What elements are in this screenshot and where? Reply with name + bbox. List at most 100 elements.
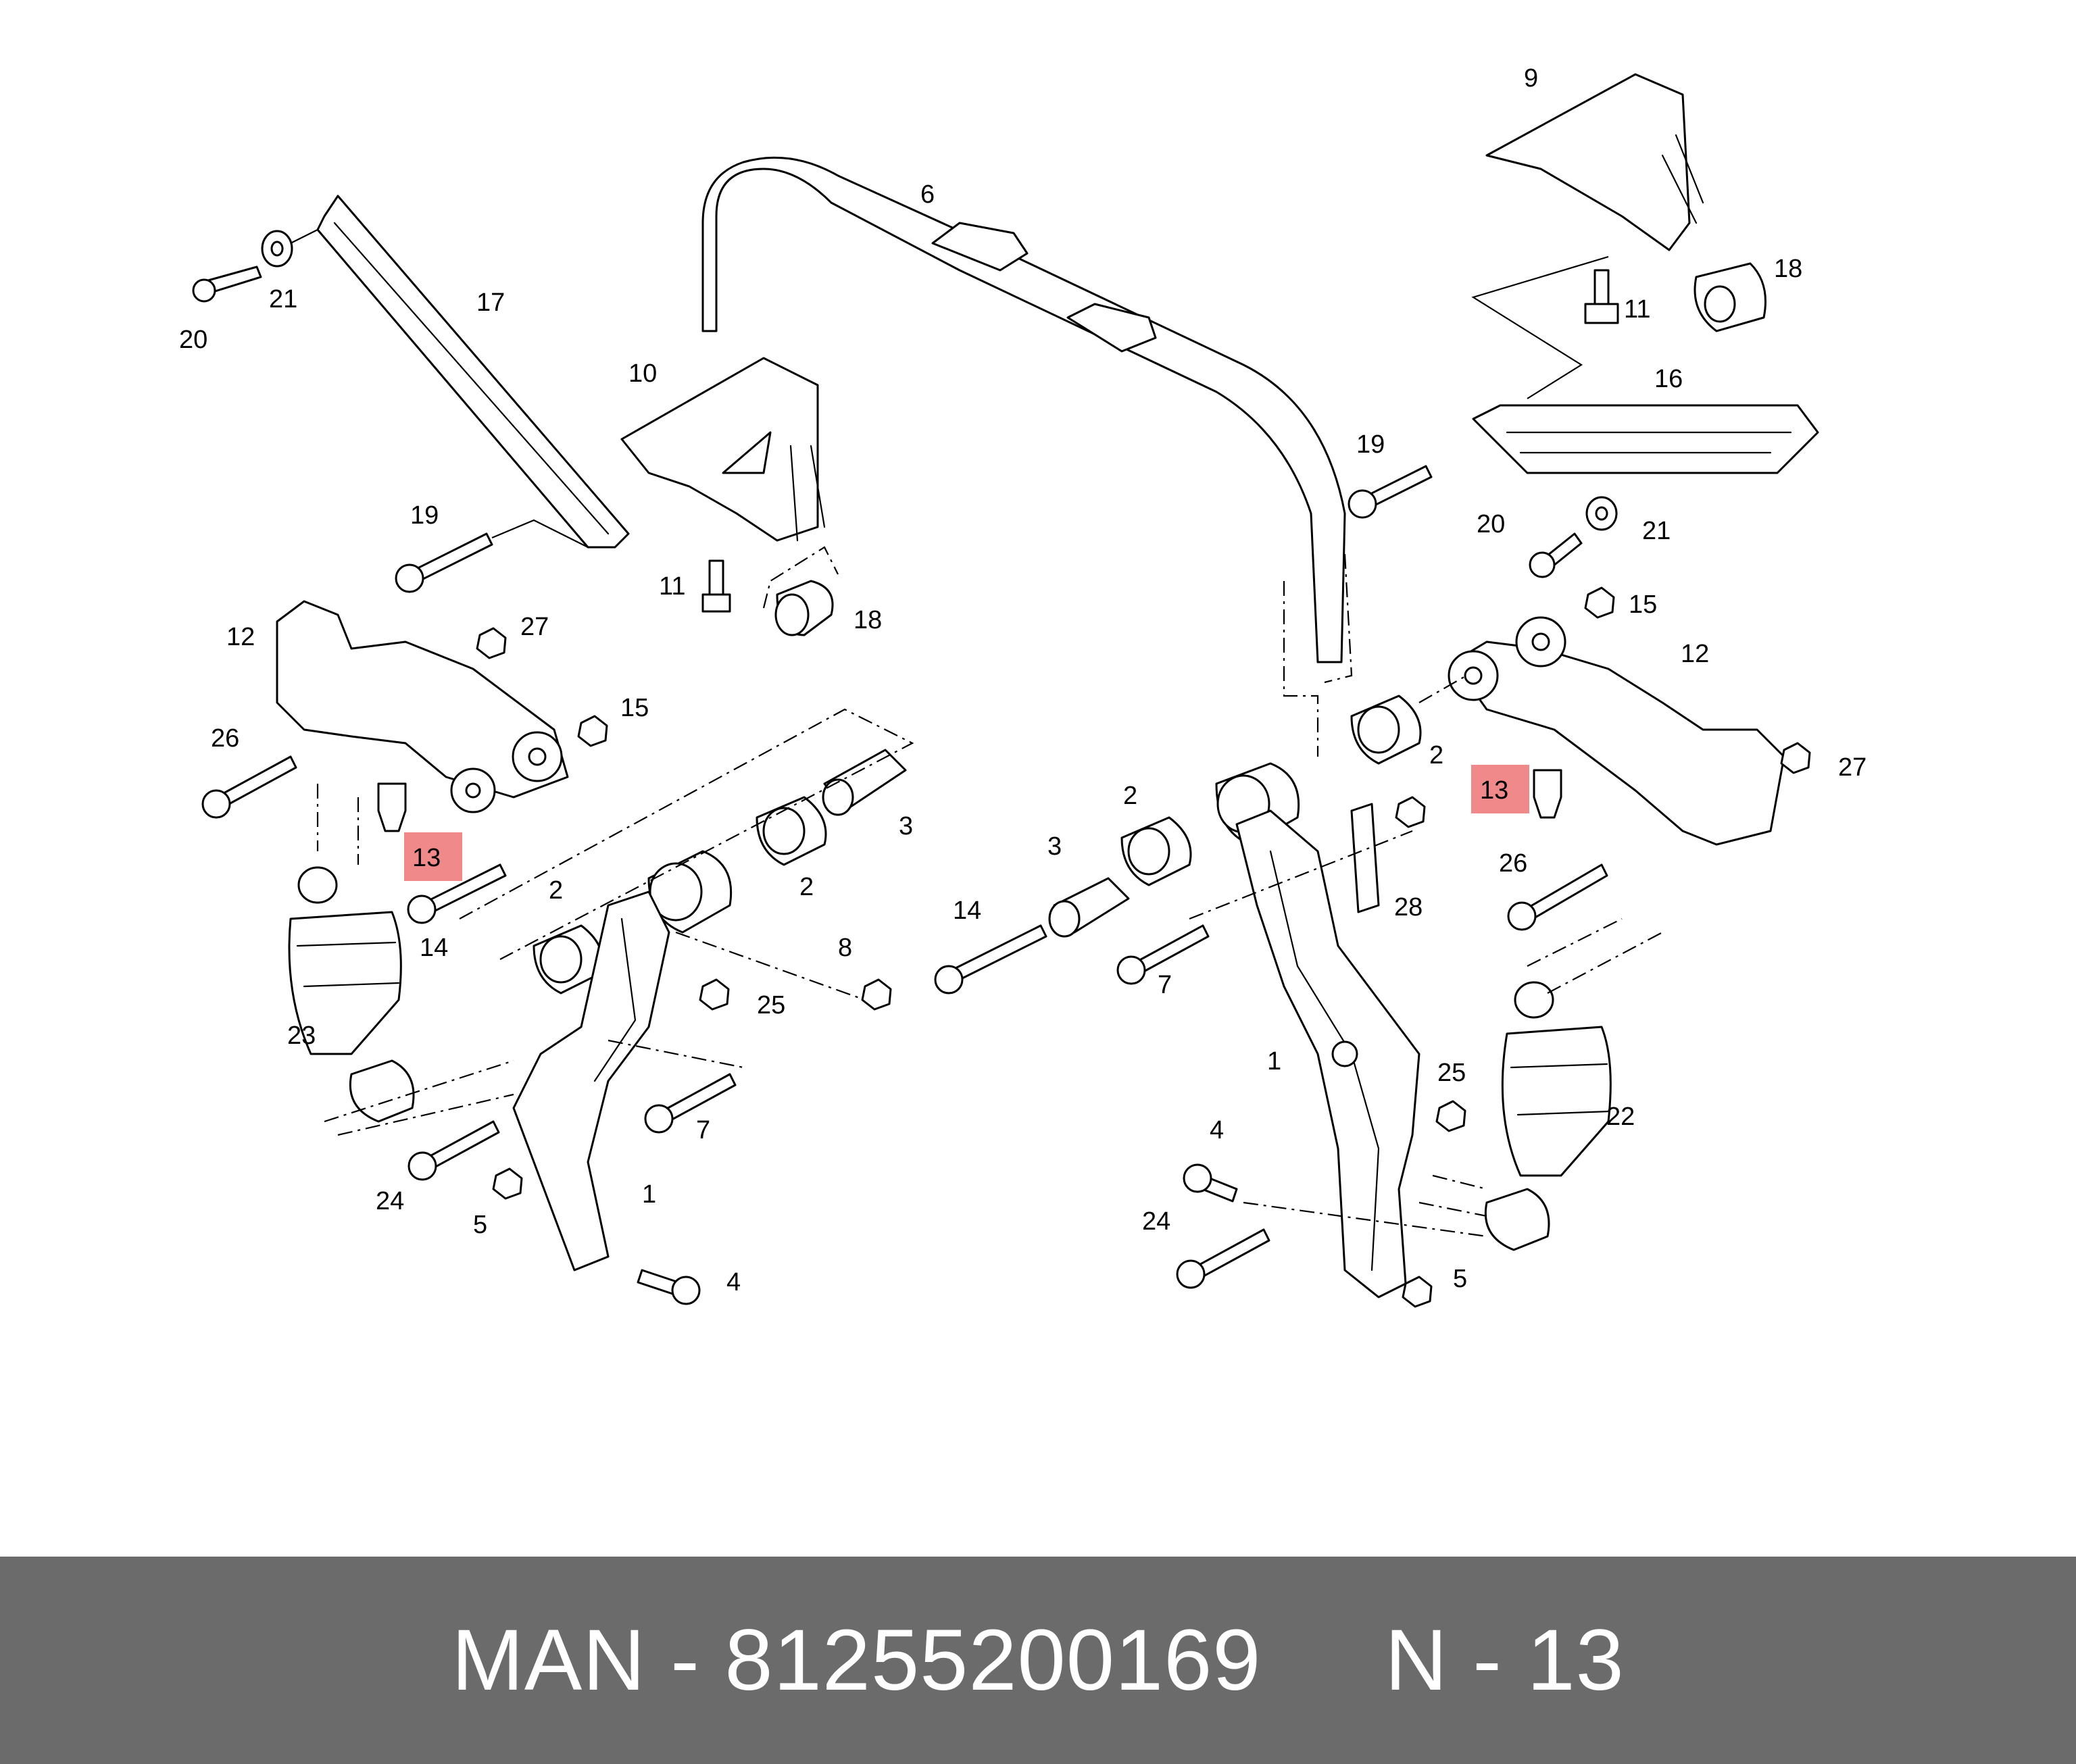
callout-23: 23 [287,1022,316,1050]
left-bushing-2a [533,924,604,994]
callout-labels: 17 21 20 19 10 11 18 12 27 15 26 14 2 2 … [179,64,1867,1296]
callout-26: 26 [211,724,239,753]
callout-25: 25 [1437,1059,1466,1087]
callout-27: 27 [520,613,549,641]
callout-8: 8 [838,934,852,962]
callout-6: 6 [920,180,935,209]
left-nut-5 [492,1167,523,1200]
right-nut-27 [1780,742,1811,774]
callout-22: 22 [1606,1103,1635,1131]
right-bushing-2b [1120,816,1192,886]
callout-13: 13 [412,844,441,872]
callout-24: 24 [1142,1207,1170,1236]
callout-25: 25 [757,991,785,1019]
callout-11: 11 [1624,295,1650,324]
right-arm-1 [1235,809,1420,1299]
right-bracket-9 [1471,73,1704,399]
stabilizer-bar [701,156,1353,757]
right-guide-lines [1189,675,1487,1238]
left-nut-25 [699,978,730,1011]
callout-1: 1 [1267,1047,1281,1076]
right-bolt-24 [1176,1228,1270,1289]
callout-18: 18 [1774,255,1802,283]
callout-12: 12 [1681,640,1709,668]
callout-19: 19 [1356,430,1385,459]
right-clip-28 [1350,796,1426,913]
callout-13: 13 [1480,776,1508,805]
right-bolt-7 [1116,924,1210,985]
right-nut-25 [1435,1100,1466,1132]
right-bolt-4 [1183,1163,1238,1203]
callout-20: 20 [1477,510,1505,538]
footer-bar: MAN - 81255200169 N - 13 [0,1557,2076,1764]
callout-16: 16 [1654,365,1683,393]
callout-7: 7 [1158,971,1172,999]
left-bolt-4 [637,1269,701,1305]
left-bolt-20 [192,266,262,303]
left-bushing-2b [756,796,827,866]
callout-10: 10 [628,359,657,388]
right-bracket-12 [1448,616,1785,846]
callout-12: 12 [226,623,255,651]
left-nut-27 [476,627,507,659]
callout-27: 27 [1838,753,1867,782]
left-bushing-18 [762,546,839,636]
left-washer-21 [261,230,293,268]
right-nut-15 [1584,586,1615,619]
callout-4: 4 [1210,1116,1224,1144]
callout-17: 17 [476,288,505,317]
left-guide-lines [459,708,914,1069]
left-bolt-24 [407,1120,500,1181]
left-bracket-12 [276,600,569,813]
callout-11: 11 [659,572,685,601]
callout-5: 5 [473,1211,487,1239]
callout-5: 5 [1453,1265,1467,1293]
left-bolt-11 [701,559,731,613]
callout-2: 2 [1123,782,1137,810]
callout-2: 2 [799,873,814,901]
left-bracket-17 [290,195,630,549]
right-bolt-20 [1529,532,1583,578]
callout-3: 3 [1047,832,1062,861]
callout-15: 15 [1629,590,1657,619]
highlight-callout-13-left: 13 [404,832,462,881]
right-bolt-19 [1348,465,1433,519]
right-bolt-11 [1584,269,1619,324]
highlight-callout-13-right: 13 [1471,765,1529,813]
callout-2: 2 [1429,741,1443,770]
right-bracket-16 [1472,404,1819,474]
callout-20: 20 [179,326,207,354]
callout-18: 18 [854,606,882,634]
callout-3: 3 [899,812,913,840]
right-bushing-18 [1694,262,1766,332]
left-bracket-10 [620,357,826,542]
right-shock-absorber-22 [1418,918,1663,1251]
left-pin-13 [377,782,407,832]
callout-15: 15 [620,694,649,722]
left-shock-absorber-23 [288,784,514,1136]
callout-24: 24 [376,1187,404,1215]
left-nut-8 [861,978,892,1011]
callout-28: 28 [1394,893,1423,922]
left-arm-1 [512,890,670,1271]
callout-14: 14 [420,934,448,962]
left-nut-15 [577,715,608,747]
left-bolt-14 [407,863,507,924]
right-sleeve-3 [1048,877,1130,938]
left-bolt-7 [644,1073,737,1134]
part-number-label: MAN - 81255200169 N - 13 [451,1612,1625,1709]
callout-9: 9 [1524,64,1538,93]
callout-19: 19 [410,501,439,530]
left-bushing-center [647,850,733,934]
left-sleeve-3 [822,749,907,816]
callout-26: 26 [1499,849,1527,878]
right-bushing-2a [1350,695,1422,765]
callout-1: 1 [642,1180,656,1209]
callout-21: 21 [1642,517,1671,545]
callout-21: 21 [269,285,297,313]
left-bolt-26 [201,755,297,819]
left-bolt-19 [395,519,589,593]
right-nut-5 [1402,1276,1433,1308]
callout-14: 14 [953,897,981,925]
parts-diagram: 17 21 20 19 10 11 18 12 27 15 26 14 2 2 … [179,64,1867,1308]
